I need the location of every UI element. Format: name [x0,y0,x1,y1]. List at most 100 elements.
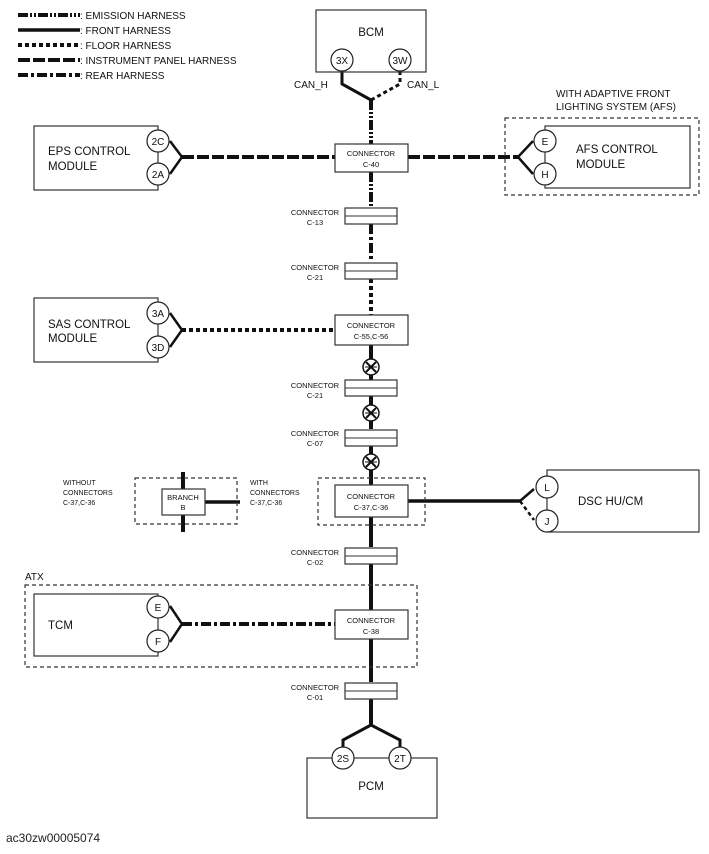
legend-label-emission: : EMISSION HARNESS [80,11,186,22]
connector-c40-body [334,143,409,173]
connector-c02-line2: C-02 [307,558,323,567]
twisted-pair-symbols [362,358,380,471]
can-l-label: CAN_L [407,80,440,91]
pcm-pin-2s-label: 2S [337,754,350,765]
eps-pin-2c-label: 2C [152,137,165,148]
pcm-pin-2t [388,746,412,770]
dsc-pin-j-label: J [545,517,550,528]
connector-c5556-line2: C-55,C-56 [354,332,389,341]
connector-c07-line1: CONNECTOR [291,429,340,438]
sas-module: SAS CONTROL MODULE 3A 3D [33,297,170,363]
connector-c38-body [334,609,409,640]
tcm-pin-f [146,629,170,653]
atx-optional-region [24,584,418,668]
sas-pin-3d [146,335,170,359]
wire-eps-fork [168,140,184,175]
wire-tcm-fork [168,605,184,643]
tcm-label: TCM [48,620,73,632]
eps-label-line2: MODULE [48,161,98,173]
wire-bcm-can-h [340,71,372,102]
branch-b-line2: B [180,503,185,512]
connector-c13-line1: CONNECTOR [291,208,340,217]
sas-pin-3a-label: 3A [152,309,165,320]
eps-module: EPS CONTROL MODULE 2C 2A [33,125,170,191]
twisted-pair-icon [362,358,380,376]
bcm-pin-3w [388,48,412,72]
connector-c01-line1: CONNECTOR [291,683,340,692]
connector-c21b-line2: C-21 [307,391,323,400]
legend: : EMISSION HARNESS : FRONT HARNESS : FLO… [18,11,237,82]
wire-dsc-fork-j [518,500,536,521]
afs-pin-e-label: E [542,137,549,148]
eps-pin-2a [146,162,170,186]
afs-pin-e [533,129,557,153]
can-wiring-diagram: : EMISSION HARNESS : FRONT HARNESS : FLO… [18,9,700,819]
connector-c21a-line1: CONNECTOR [291,263,340,272]
connector-c5556-body [334,314,409,346]
connector-c38-line2: C-38 [363,627,379,636]
afs-pin-h [533,162,557,186]
legend-label-instrument: : INSTRUMENT PANEL HARNESS [80,56,237,67]
connector-c02-line1: CONNECTOR [291,548,340,557]
tcm-pin-e-label: E [155,603,162,614]
connector-c21b-line1: CONNECTOR [291,381,340,390]
connector-c40-line2: C-40 [363,160,379,169]
tcm-pin-f-label: F [155,637,161,648]
connector-c21a-line2: C-21 [307,273,323,282]
connector-c38-line1: CONNECTOR [347,616,396,625]
wire-pcm-fork [341,723,402,748]
legend-label-front: : FRONT HARNESS [80,26,171,37]
afs-optional-region [504,117,700,196]
eps-label-line1: EPS CONTROL [48,146,131,158]
sas-label-line1: SAS CONTROL [48,319,131,331]
pcm-pin-2t-label: 2T [394,754,406,765]
branch-with-line3: C-37,C-36 [250,500,282,507]
bcm-pin-3w-label: 3W [393,56,409,67]
wire-dsc-fork-l [519,488,535,502]
afs-note-line1: WITH ADAPTIVE FRONT [556,89,670,100]
afs-module: WITH ADAPTIVE FRONT LIGHTING SYSTEM (AFS… [504,89,700,196]
branch-without-line2: CONNECTORS [63,490,113,497]
connector-c07-line2: C-07 [307,439,323,448]
eps-pin-2c [146,129,170,153]
sas-pin-3a [146,301,170,325]
branch-with-line1: WITH [250,480,268,487]
tcm-pin-e [146,595,170,619]
connector-c40-line1: CONNECTOR [347,149,396,158]
twisted-pair-icon [362,453,380,471]
sas-pin-3d-label: 3D [152,343,165,354]
dsc-module: DSC HU/CM L J [535,469,700,533]
dsc-label: DSC HU/CM [578,496,643,508]
bcm-pin-3x [330,48,354,72]
dsc-pin-j [535,509,559,533]
branch-optional-region [134,477,238,525]
wire-afs-fork [516,140,534,175]
connector-c3736-line1: CONNECTOR [347,492,396,501]
tcm-module: ATX TCM E F [24,572,418,668]
wire-bcm-can-l [370,71,402,102]
twisted-pair-icon [362,404,380,422]
wire-sas-fork [168,312,184,348]
connector-c01-line2: C-01 [307,693,323,702]
afs-label-line2: MODULE [576,159,626,171]
connector-c13-line2: C-13 [307,218,323,227]
pcm-pin-2s [331,746,355,770]
legend-label-floor: : FLOOR HARNESS [80,41,171,52]
atx-label: ATX [25,572,44,583]
can-h-label: CAN_H [294,80,328,91]
pcm-module: PCM 2S 2T [306,746,438,819]
connector-c3736-line2: C-37,C-36 [354,503,389,512]
dsc-pin-l-label: L [544,483,550,494]
bcm-pin-3x-label: 3X [336,56,349,67]
figure-code: ac30zw00005074 [6,831,101,845]
branch-with-line2: CONNECTORS [250,490,300,497]
junction-connectors: CONNECTOR C-40 CONNECTOR C-55,C-56 CONNE… [317,143,426,640]
sas-label-line2: MODULE [48,333,98,345]
branch-b: BRANCH B WITHOUT CONNECTORS C-37,C-36 WI… [63,477,300,525]
connector-c3736-body [334,484,409,518]
afs-note-line2: LIGHTING SYSTEM (AFS) [556,102,676,113]
connector-c5556-line1: CONNECTOR [347,321,396,330]
branch-without-line1: WITHOUT [63,480,96,487]
bcm-label: BCM [358,27,384,39]
bcm-module: BCM 3X 3W CAN_H CAN_L [294,9,440,91]
